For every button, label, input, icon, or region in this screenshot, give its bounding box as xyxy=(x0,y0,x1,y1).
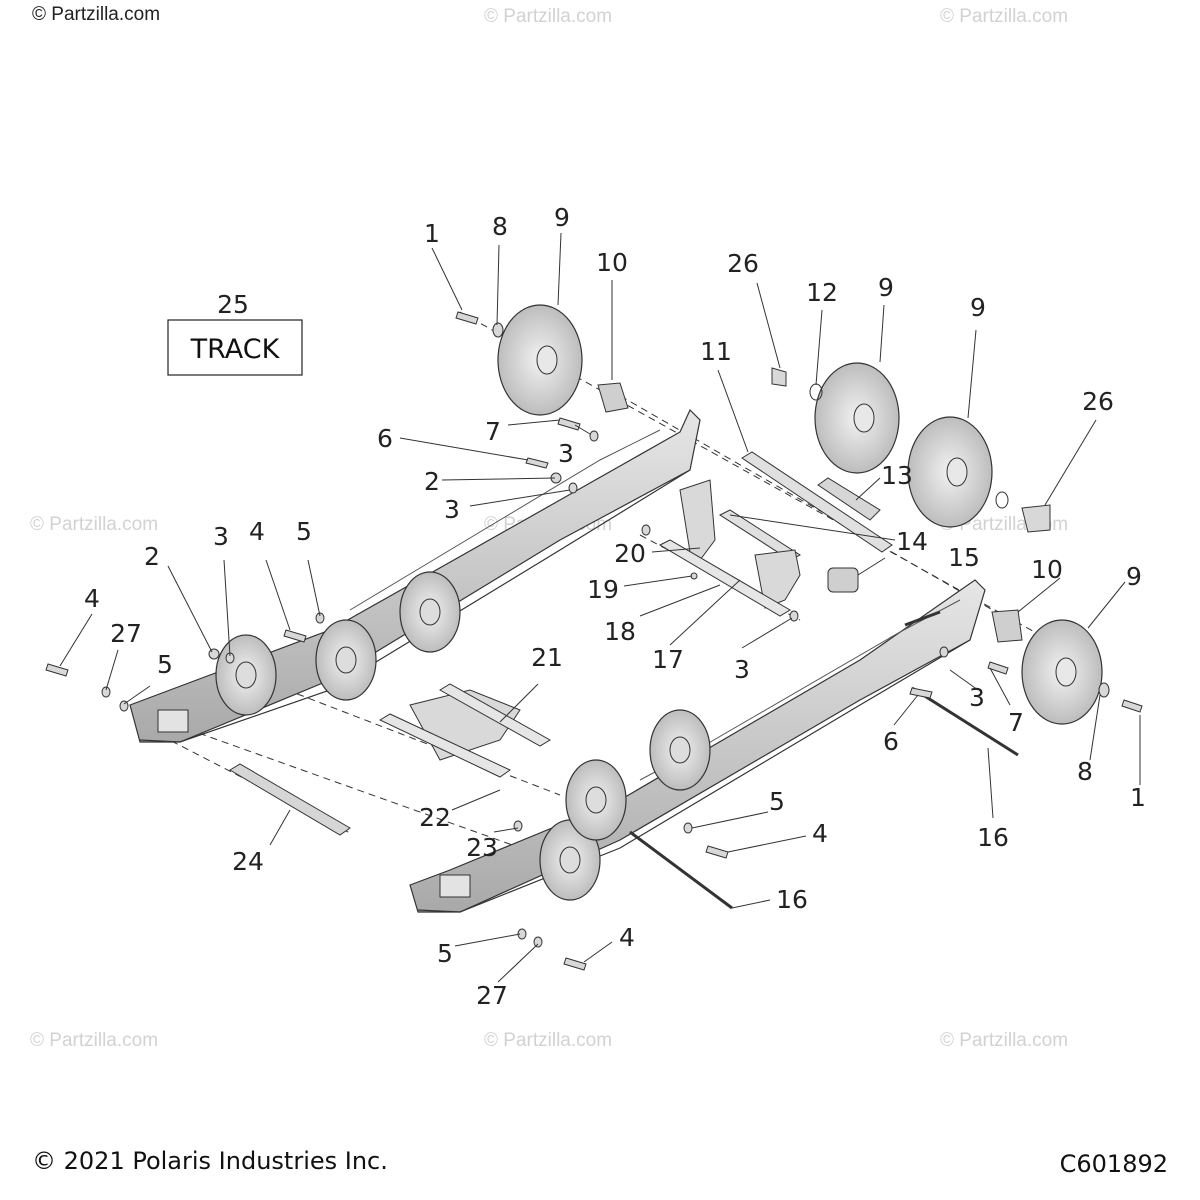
right-rail-assembly xyxy=(409,579,986,913)
callout-5[interactable]: 5 xyxy=(296,517,312,546)
callout-5[interactable]: 5 xyxy=(437,939,453,968)
callout-3[interactable]: 3 xyxy=(734,655,750,684)
shaft xyxy=(817,477,881,521)
callout-25[interactable]: 25 xyxy=(217,290,249,319)
idler-wheel xyxy=(1021,619,1103,725)
callout-7[interactable]: 7 xyxy=(1008,708,1024,737)
shaft xyxy=(718,509,802,561)
long-bolt xyxy=(911,686,1019,757)
partzilla-watermark: © Partzilla.com xyxy=(484,6,613,27)
callout-5[interactable]: 5 xyxy=(769,787,785,816)
callout-23[interactable]: 23 xyxy=(466,833,498,862)
partzilla-watermark: © Partzilla.com xyxy=(32,4,161,25)
callout-9[interactable]: 9 xyxy=(878,273,894,302)
partzilla-watermark: © Partzilla.com xyxy=(940,6,1069,27)
spacer xyxy=(991,609,1023,643)
rail-wheel xyxy=(215,634,277,716)
callout-2[interactable]: 2 xyxy=(144,542,160,571)
callout-9[interactable]: 9 xyxy=(554,203,570,232)
callout-3[interactable]: 3 xyxy=(444,495,460,524)
callout-11[interactable]: 11 xyxy=(700,337,732,366)
callout-6[interactable]: 6 xyxy=(377,424,393,453)
bushing xyxy=(827,567,859,593)
callout-26[interactable]: 26 xyxy=(1082,387,1114,416)
scissor-arm-assembly xyxy=(658,479,801,617)
track-callout-box[interactable]: TRACK xyxy=(167,319,303,376)
axle xyxy=(229,763,351,836)
callout-8[interactable]: 8 xyxy=(492,212,508,241)
callout-16[interactable]: 16 xyxy=(977,823,1009,852)
callout-15[interactable]: 15 xyxy=(948,543,980,572)
callout-1[interactable]: 1 xyxy=(424,219,440,248)
left-rail-assembly xyxy=(129,408,701,743)
partzilla-watermark: © Partzilla.com xyxy=(484,1030,613,1051)
rear-arm-assembly xyxy=(378,683,551,778)
partzilla-watermark: © Partzilla.com xyxy=(30,1030,159,1051)
callout-2[interactable]: 2 xyxy=(424,467,440,496)
figure-code: C601892 xyxy=(1059,1150,1168,1178)
callout-24[interactable]: 24 xyxy=(232,847,264,876)
callout-6[interactable]: 6 xyxy=(883,727,899,756)
callout-4[interactable]: 4 xyxy=(249,517,265,546)
callout-19[interactable]: 19 xyxy=(587,575,619,604)
track-label: TRACK xyxy=(190,334,281,365)
long-bolt xyxy=(629,830,733,910)
callout-22[interactable]: 22 xyxy=(419,803,451,832)
callout-27[interactable]: 27 xyxy=(110,619,142,648)
callout-26[interactable]: 26 xyxy=(727,249,759,278)
callout-3[interactable]: 3 xyxy=(969,683,985,712)
callout-9[interactable]: 9 xyxy=(970,293,986,322)
shaft xyxy=(741,451,893,553)
rail-wheel xyxy=(565,759,627,841)
partzilla-watermark: © Partzilla.com xyxy=(30,514,159,535)
callout-18[interactable]: 18 xyxy=(604,617,636,646)
callout-21[interactable]: 21 xyxy=(531,643,563,672)
callout-16[interactable]: 16 xyxy=(776,885,808,914)
rail-wheel xyxy=(399,571,461,653)
idler-wheel xyxy=(907,416,993,528)
callout-1[interactable]: 1 xyxy=(1130,783,1146,812)
callout-14[interactable]: 14 xyxy=(896,527,928,556)
callout-7[interactable]: 7 xyxy=(485,417,501,446)
callout-13[interactable]: 13 xyxy=(881,461,913,490)
spacer xyxy=(597,382,629,413)
rail-wheel xyxy=(315,619,377,701)
callout-5[interactable]: 5 xyxy=(157,650,173,679)
copyright-notice: © 2021 Polaris Industries Inc. xyxy=(32,1147,388,1175)
callout-3[interactable]: 3 xyxy=(213,522,229,551)
leader-lines xyxy=(59,232,1141,983)
callout-4[interactable]: 4 xyxy=(84,584,100,613)
idler-wheel xyxy=(814,362,900,474)
idler-wheel xyxy=(497,304,583,416)
callout-8[interactable]: 8 xyxy=(1077,757,1093,786)
partzilla-watermark: © Partzilla.com xyxy=(940,1030,1069,1051)
callout-4[interactable]: 4 xyxy=(619,923,635,952)
callout-20[interactable]: 20 xyxy=(614,539,646,568)
callout-9[interactable]: 9 xyxy=(1126,562,1142,591)
callout-27[interactable]: 27 xyxy=(476,981,508,1010)
rail-wheel xyxy=(539,819,601,901)
callout-4[interactable]: 4 xyxy=(812,819,828,848)
callout-10[interactable]: 10 xyxy=(1031,555,1063,584)
callout-12[interactable]: 12 xyxy=(806,278,838,307)
rail-wheel xyxy=(649,709,711,791)
callout-17[interactable]: 17 xyxy=(652,645,684,674)
callout-10[interactable]: 10 xyxy=(596,248,628,277)
callout-3[interactable]: 3 xyxy=(558,439,574,468)
